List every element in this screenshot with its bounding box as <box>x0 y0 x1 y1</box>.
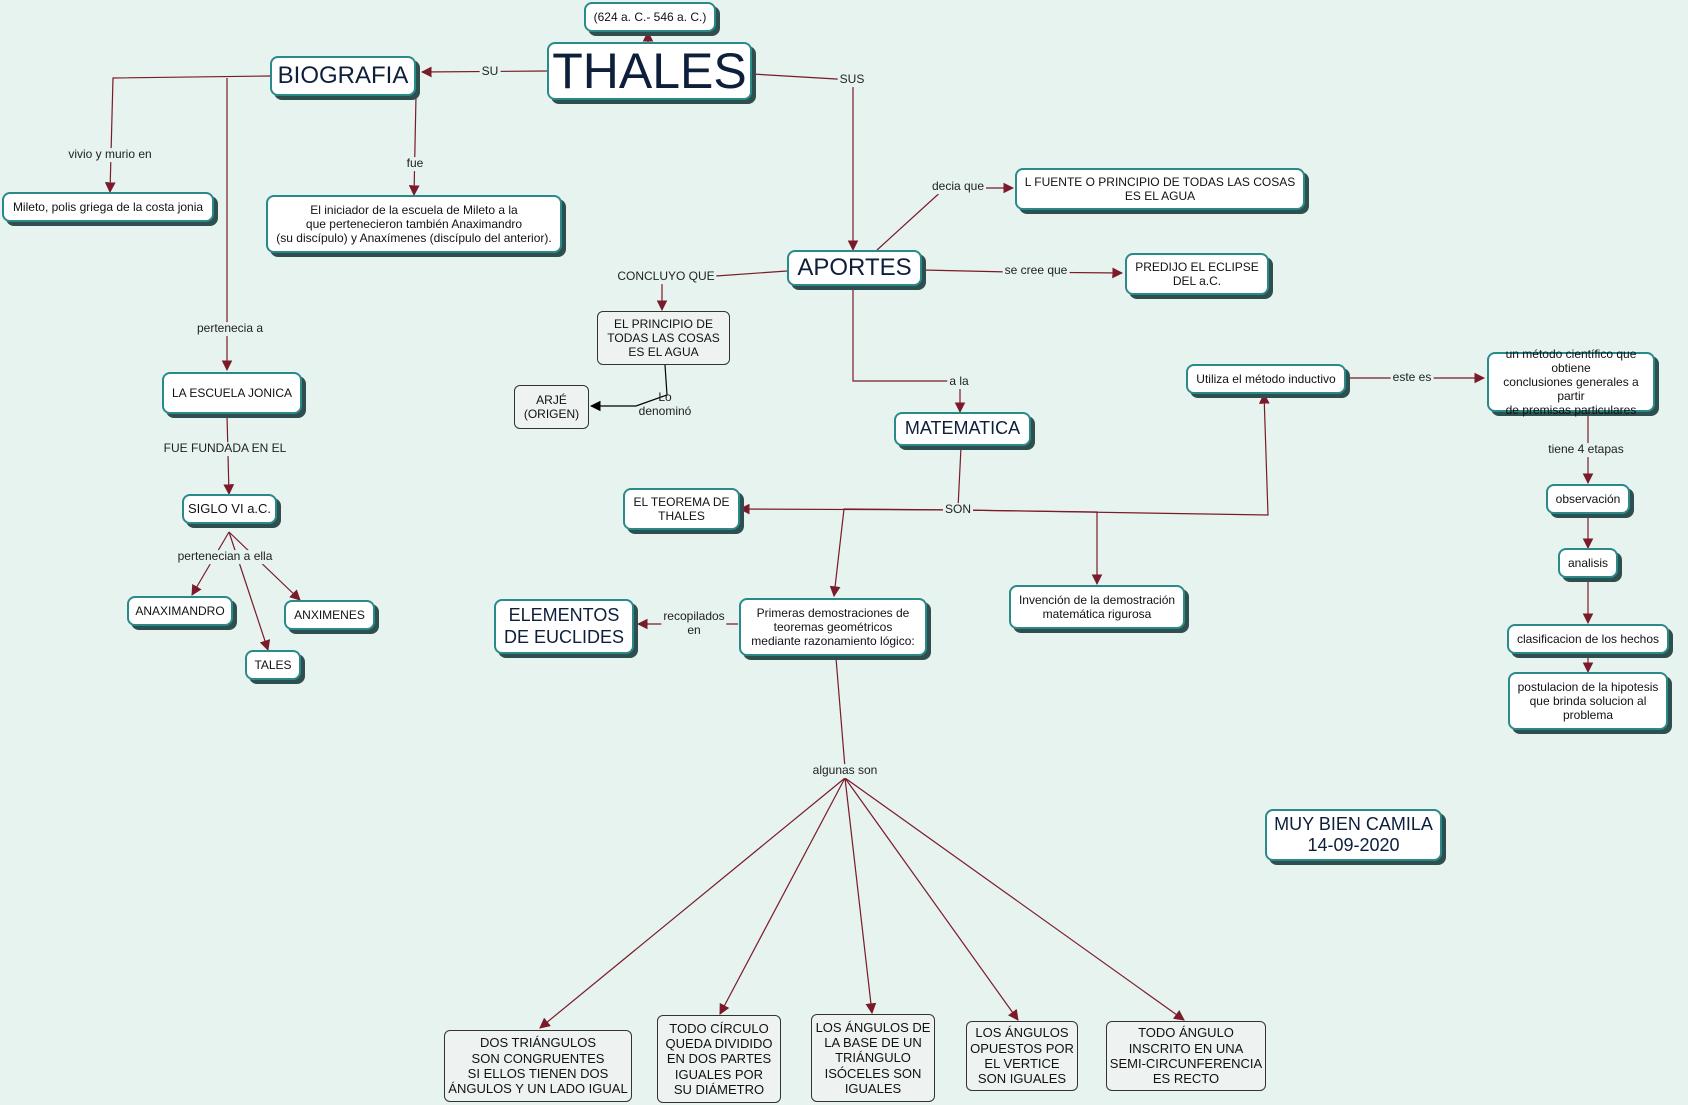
label-pertenecian: pertenecian a ella <box>175 549 275 564</box>
anximenes-node: ANXIMENES <box>284 600 375 630</box>
analisis-node: analisis <box>1558 548 1618 578</box>
label-tiene4: tiene 4 etapas <box>1546 442 1626 457</box>
iniciador-node: El iniciador de la escuela de Mileto a l… <box>266 195 562 253</box>
aportes-node: APORTES <box>787 250 922 286</box>
clasificacion-node: clasificacion de los hechos <box>1507 624 1669 654</box>
label-pertenecia: pertenecia a <box>194 321 266 336</box>
label-su: SU <box>479 64 501 79</box>
theorem-vertical-angles-node: LOS ÁNGULOS OPUESTOS POR EL VERTICE SON … <box>966 1021 1078 1091</box>
label-estees: este es <box>1390 370 1434 385</box>
arje-node: ARJÉ (ORIGEN) <box>514 385 589 429</box>
label-recopilados: recopilados en <box>661 609 727 638</box>
fuente-node: L FUENTE O PRINCIPIO DE TODAS LAS COSAS … <box>1015 168 1305 210</box>
postulacion-node: postulacion de la hipotesis que brinda s… <box>1508 672 1668 730</box>
invencion-node: Invención de la demostración matemática … <box>1009 585 1185 629</box>
teorema-node: EL TEOREMA DE THALES <box>623 488 740 530</box>
label-secree: se cree que <box>1002 263 1070 278</box>
label-sus: SUS <box>837 72 867 87</box>
label-fundada: FUE FUNDADA EN EL <box>161 441 289 456</box>
dates-node: (624 a. C.- 546 a. C.) <box>584 2 716 32</box>
label-lo-denomino: Lo denominó <box>638 390 692 418</box>
label-concluyo: CONCLUYO QUE <box>615 269 717 284</box>
muy-bien-node: MUY BIEN CAMILA 14-09-2020 <box>1265 809 1442 861</box>
theorem-triangles-node: DOS TRIÁNGULOS SON CONGRUENTES SI ELLOS … <box>444 1030 632 1102</box>
anaximandro-node: ANAXIMANDRO <box>127 596 233 626</box>
observacion-node: observación <box>1546 484 1630 514</box>
primeras-node: Primeras demostraciones de teoremas geom… <box>739 598 927 656</box>
siglo-node: SIGLO VI a.C. <box>182 494 277 524</box>
escuela-jonica-node: LA ESCUELA JONICA <box>162 372 302 414</box>
theorem-circle-node: TODO CÍRCULO QUEDA DIVIDIDO EN DOS PARTE… <box>657 1015 781 1103</box>
mileto-node: Mileto, polis griega de la costa jonia <box>2 192 214 222</box>
metodo-inductivo-node: Utiliza el método inductivo <box>1186 364 1346 394</box>
biografia-node: BIOGRAFIA <box>270 56 416 96</box>
label-vivio: vivio y murio en <box>66 147 154 162</box>
label-algunas: algunas son <box>810 763 880 778</box>
eclipse-node: PREDIJO EL ECLIPSE DEL a.C. <box>1125 253 1269 295</box>
theorem-isosceles-node: LOS ÁNGULOS DE LA BASE DE UN TRIÁNGULO I… <box>811 1014 935 1102</box>
matematica-node: MATEMATICA <box>894 412 1031 446</box>
label-fue: fue <box>404 156 426 171</box>
label-ala: a la <box>947 374 971 389</box>
label-son: SON <box>942 502 974 517</box>
elementos-euclides-node: ELEMENTOS DE EUCLIDES <box>494 599 634 654</box>
label-decia: decia que <box>929 179 987 194</box>
tales-node: TALES <box>245 650 301 680</box>
principio-node: EL PRINCIPIO DE TODAS LAS COSAS ES EL AG… <box>597 311 730 365</box>
thales-title-node: THALES <box>547 42 752 100</box>
metodo-cientifico-node: un método científico que obtiene conclus… <box>1487 347 1655 417</box>
theorem-inscribed-angle-node: TODO ÁNGULO INSCRITO EN UNA SEMI-CIRCUNF… <box>1106 1021 1266 1091</box>
